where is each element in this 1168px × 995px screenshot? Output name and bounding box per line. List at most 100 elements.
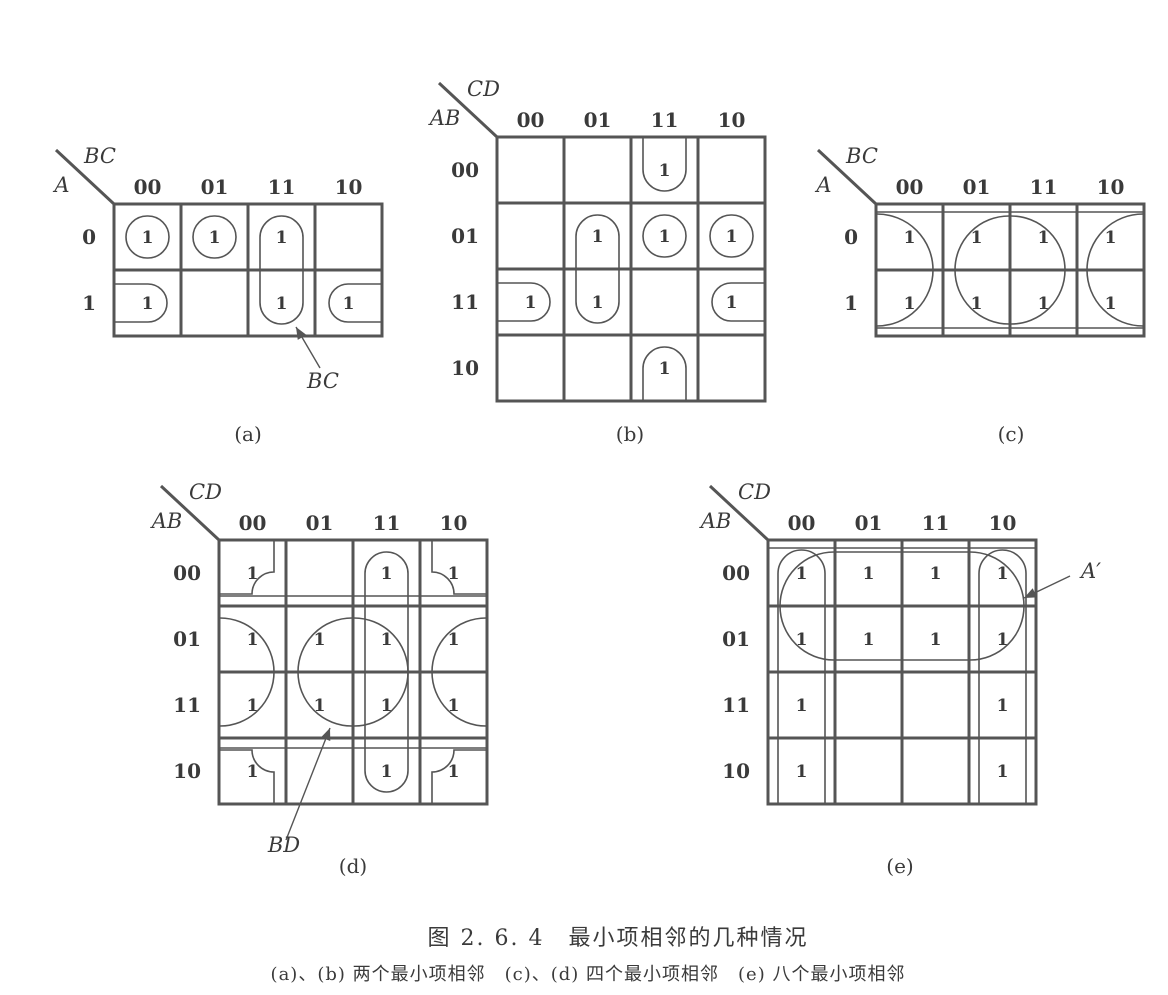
kmap-row-label: 10 [722, 759, 750, 783]
kmap-cell-value: 1 [904, 228, 916, 248]
group-loop [328, 283, 382, 323]
annotation-arrow [285, 727, 331, 841]
kmap-row-label: 10 [451, 356, 479, 380]
annotation-label: BD [267, 833, 300, 857]
kmap-cell-value: 1 [448, 630, 460, 650]
kmap-cell-value: 1 [592, 293, 604, 313]
kmap-cell-value: 1 [1038, 228, 1050, 248]
kmap-row-label: 01 [173, 627, 201, 651]
kmap-sublabel: (a) [234, 422, 262, 446]
group-loop [642, 346, 687, 401]
kmap-cell-value: 1 [726, 227, 738, 247]
kmap-cell-value: 1 [381, 696, 393, 716]
kmap-row-label: 00 [451, 158, 479, 182]
kmap-cell-value: 1 [659, 161, 671, 181]
kmap-cell-value: 1 [997, 564, 1009, 584]
kmap-cell-value: 1 [276, 294, 288, 314]
annotation-label: A′ [1079, 559, 1101, 583]
group-loop [642, 137, 687, 192]
group-loop [219, 749, 275, 804]
kmap-cell-value: 1 [592, 227, 604, 247]
kmap-cell-value: 1 [276, 228, 288, 248]
group-loop [219, 540, 275, 595]
group-loop [777, 549, 826, 804]
kmap-cell-value: 1 [381, 630, 393, 650]
kmap-corner-line [54, 148, 116, 206]
kmap-col-label: 01 [584, 108, 612, 132]
kmap-row-label: 10 [173, 759, 201, 783]
kmap-row-label: 0 [82, 225, 96, 249]
kmap-cell-value: 1 [314, 696, 326, 716]
kmap-cell-value: 1 [247, 762, 259, 782]
kmap-col-variable: BC [83, 144, 116, 168]
kmap-row-label: 11 [722, 693, 750, 717]
kmap-col-label: 00 [134, 175, 162, 199]
kmap-cell-value: 1 [525, 293, 537, 313]
kmap-cell-value: 1 [142, 294, 154, 314]
kmap-col-label: 00 [896, 175, 924, 199]
kmap-row-variable: AB [428, 106, 461, 130]
kmap-sublabel: (e) [886, 854, 913, 878]
kmap-row-variable: AB [699, 509, 732, 533]
kmap-cell-value: 1 [659, 227, 671, 247]
kmap-col-variable: CD [189, 480, 222, 504]
kmap-row-label: 01 [722, 627, 750, 651]
kmap-row-label: 11 [451, 290, 479, 314]
kmap-col-label: 01 [306, 511, 334, 535]
kmap-col-variable: CD [738, 480, 771, 504]
group-loop [1086, 213, 1144, 327]
kmap-col-label: 11 [651, 108, 679, 132]
kmap-cell-value: 1 [381, 564, 393, 584]
kmap-col-label: 10 [335, 175, 363, 199]
group-loop [114, 283, 168, 323]
kmap-cell-value: 1 [1038, 294, 1050, 314]
group-loop [978, 549, 1027, 804]
kmap-cell-value: 1 [997, 762, 1009, 782]
group-loop [497, 282, 551, 322]
kmap-cell-value: 1 [381, 762, 393, 782]
kmap-col-label: 00 [517, 108, 545, 132]
group-loop [876, 213, 934, 327]
kmap-row-label: 1 [844, 291, 858, 315]
figure-caption-title: 图 2. 6. 4 最小项相邻的几种情况 [428, 926, 809, 951]
annotation-arrowhead [296, 327, 307, 340]
kmap-cell-value: 1 [1105, 294, 1117, 314]
kmap-cell-value: 1 [142, 228, 154, 248]
group-loop [711, 282, 765, 322]
kmap-cell-value: 1 [448, 762, 460, 782]
kmap-row-label: 1 [82, 291, 96, 315]
kmap-cell-value: 1 [343, 294, 355, 314]
kmap-col-label: 11 [268, 175, 296, 199]
kmap-sublabel: (b) [616, 422, 644, 446]
kmap-col-label: 11 [1030, 175, 1058, 199]
kmap-col-variable: BC [845, 144, 878, 168]
group-loop [125, 215, 170, 259]
kmap-col-label: 01 [855, 511, 883, 535]
group-loop [431, 540, 487, 595]
group-loop [219, 617, 275, 727]
kmap-cell-value: 1 [796, 762, 808, 782]
kmap-corner-line [159, 484, 221, 542]
kmap-cell-value: 1 [930, 630, 942, 650]
kmap-row-variable: A [814, 173, 831, 197]
kmap-col-label: 10 [440, 511, 468, 535]
kmap-col-label: 11 [922, 511, 950, 535]
kmap-cell-value: 1 [997, 696, 1009, 716]
kmap-cell-value: 1 [971, 294, 983, 314]
kmap-cell-value: 1 [448, 564, 460, 584]
kmap-cell-value: 1 [971, 228, 983, 248]
kmap-col-label: 10 [718, 108, 746, 132]
group-loop [364, 551, 409, 793]
group-loop [431, 749, 487, 804]
kmap-corner-line [437, 81, 499, 139]
kmap-cell-value: 1 [209, 228, 221, 248]
group-loop [709, 214, 754, 258]
kmap-cell-value: 1 [659, 359, 671, 379]
kmap-cell-value: 1 [796, 630, 808, 650]
kmap-cell-value: 1 [314, 630, 326, 650]
